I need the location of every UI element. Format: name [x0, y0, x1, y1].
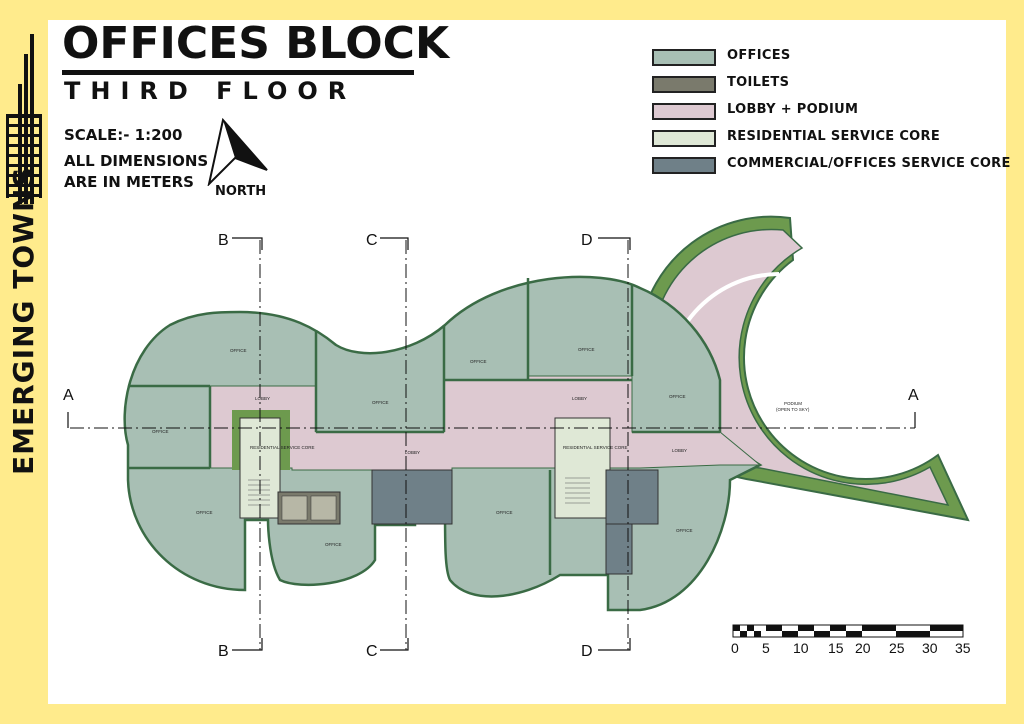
dimensions-note-line1: ALL DIMENSIONS [64, 152, 209, 170]
sidebar: EMERGING TOWNS [0, 0, 48, 724]
page-subtitle: THIRD FLOOR [64, 77, 357, 105]
scale-tick: 35 [955, 640, 971, 656]
legend-swatch [652, 76, 716, 93]
legend-swatch [652, 103, 716, 120]
office-label: OFFICE [578, 347, 595, 352]
section-a-left-label: A [63, 387, 74, 404]
north-label: NORTH [215, 184, 267, 199]
section-b-top-label: B [218, 232, 229, 249]
office-label: OFFICE [325, 542, 342, 547]
residential-core-2 [554, 417, 611, 519]
office-label: OFFICE [230, 348, 247, 353]
section-d-top-label: D [581, 232, 593, 249]
scale-bar [732, 624, 964, 638]
residential-core-label: RESIDENTIAL SERVICE CORE [250, 445, 315, 450]
legend-swatch [652, 49, 716, 66]
section-c-top-label: C [366, 232, 378, 249]
scale-tick: 20 [855, 640, 871, 656]
lobby-label: LOBBY [672, 448, 687, 453]
tower-logo-icon [6, 34, 42, 204]
office-label: OFFICE [496, 510, 513, 515]
podium-label: PODIUM [784, 401, 802, 406]
office-label: OFFICE [470, 359, 487, 364]
commercial-core-1 [371, 469, 453, 525]
office-label: OFFICE [669, 394, 686, 399]
lobby-label: LOBBY [255, 396, 270, 401]
legend-label: LOBBY + PODIUM [727, 102, 859, 117]
legend-swatch [652, 157, 716, 174]
commercial-core-2 [605, 469, 659, 525]
podium-sublabel: (OPEN TO SKY) [776, 407, 810, 412]
section-d-bottom-label: D [581, 643, 593, 660]
section-a-right-label: A [908, 387, 919, 404]
podium-area [651, 228, 950, 507]
legend-label: RESIDENTIAL SERVICE CORE [727, 129, 940, 144]
scale-tick: 10 [793, 640, 809, 656]
dimensions-note-line2: ARE IN METERS [64, 173, 194, 191]
legend-label: COMMERCIAL/OFFICES SERVICE CORE [727, 156, 1011, 171]
section-b-bottom-label: B [218, 643, 229, 660]
scale-tick: 30 [922, 640, 938, 656]
legend-label: OFFICES [727, 48, 791, 63]
residential-core-label: RESIDENTIAL SERVICE CORE [563, 445, 628, 450]
lobby-label: LOBBY [405, 450, 420, 455]
title-divider [62, 70, 414, 75]
north-arrow-icon [207, 118, 268, 186]
legend-label: TOILETS [727, 75, 790, 90]
scale-tick: 0 [731, 640, 739, 656]
office-label: OFFICE [676, 528, 693, 533]
page-title: OFFICES BLOCK [62, 18, 450, 69]
office-label: OFFICE [196, 510, 213, 515]
lobby-label: LOBBY [572, 396, 587, 401]
scale-note: SCALE:- 1:200 [64, 126, 183, 144]
office-label: OFFICE [152, 429, 169, 434]
scale-tick: 15 [828, 640, 844, 656]
legend-swatch [652, 130, 716, 147]
section-c-bottom-label: C [366, 643, 378, 660]
scale-tick: 25 [889, 640, 905, 656]
scale-tick: 5 [762, 640, 770, 656]
office-label: OFFICE [372, 400, 389, 405]
